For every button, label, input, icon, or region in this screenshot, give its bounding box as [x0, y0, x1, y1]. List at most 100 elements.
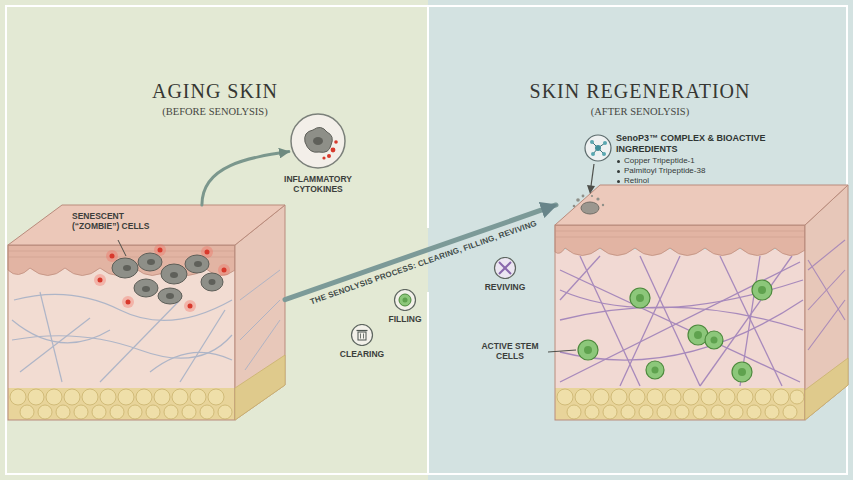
regenerated-skin-block-part-part — [755, 389, 771, 405]
regenerated-skin-block-part-part — [621, 405, 635, 419]
list-item: Copper Tripeptide-1 — [616, 156, 768, 166]
regenerated-skin-block-part — [557, 389, 804, 419]
dissolving-cell-part — [581, 202, 599, 214]
process-icon: CLEARING — [332, 324, 392, 364]
regenerated-skin-block-part-part — [693, 405, 707, 419]
senescent-cells-part-part — [209, 279, 216, 285]
aging-skin-block-part-part — [40, 292, 62, 382]
bullet-dot — [617, 170, 620, 173]
senescent-cells-part-part — [122, 296, 134, 308]
stem-cells-part — [584, 286, 766, 376]
cytokine-circle-shape-part — [313, 137, 323, 145]
aging-skin-block-part-part — [64, 389, 80, 405]
dissolving-cell-part-part — [582, 195, 585, 198]
senescent-cells-part-part — [222, 268, 227, 273]
senescent-cells-part — [98, 248, 227, 309]
molecule-icon-part — [603, 141, 607, 145]
aging-skin-block-part — [12, 292, 232, 382]
senescent-cells-part-part — [194, 261, 202, 267]
regenerated-skin-block-part-part — [560, 256, 600, 300]
aging-skin-block-part-part — [14, 294, 232, 320]
stem-cells-part-part — [636, 294, 644, 302]
aging-skin-block-part-part — [208, 389, 224, 405]
aging-skin-block-part — [8, 255, 235, 390]
senescent-cells-part-part — [170, 272, 178, 278]
cytokine-circle-shape-part — [305, 127, 333, 152]
regenerated-skin-block-part — [555, 231, 805, 232]
aging-skin-block-part — [10, 389, 232, 419]
process-icon: REVIVING — [475, 257, 535, 297]
stem-cells-part-part — [711, 337, 718, 344]
senescent-cells-part-part — [134, 279, 158, 297]
regenerated-skin-block-part-part — [560, 300, 803, 360]
regenerated-skin-block-part — [555, 250, 805, 388]
stem-cells-part-part — [752, 280, 772, 300]
dissolving-cell-part-part — [573, 205, 576, 208]
bullet-dot — [617, 160, 620, 163]
regenerated-skin-block-part-part — [575, 389, 591, 405]
aging-skin-block-part-part — [12, 335, 232, 358]
aging-skin-block — [8, 205, 285, 420]
senescent-cells-part-part — [166, 293, 174, 299]
regenerated-skin-block-part-part — [701, 389, 717, 405]
regenerated-skin-block-part — [555, 185, 848, 225]
regenerated-skin-block-part-part — [557, 389, 573, 405]
icon-circle-part — [360, 334, 361, 339]
aging-skin-block-part-part — [136, 389, 152, 405]
aging-skin-block-part-part — [172, 389, 188, 405]
icon-circle — [475, 257, 535, 279]
regenerated-skin-block-part-part — [585, 405, 599, 419]
icon-circle-part — [352, 325, 373, 346]
process-arrow — [202, 152, 289, 205]
regenerated-skin-block-part-part — [683, 389, 699, 405]
molecule-icon-part — [585, 135, 611, 161]
icon-circle-part — [357, 330, 368, 331]
regenerated-skin-block-part-part — [773, 389, 789, 405]
icon-circle-part — [403, 298, 408, 303]
dissolving-cell-part-part — [576, 198, 580, 202]
aging-skin-block-part-part — [38, 405, 52, 419]
regenerated-skin-block-part — [808, 240, 845, 350]
stem-cells-part-part — [652, 367, 659, 374]
regenerated-skin-block-part-part — [611, 389, 627, 405]
molecule-icon — [583, 133, 613, 163]
aging-skin-block-part-part — [218, 405, 232, 419]
aging-skin-block-part-part — [20, 318, 90, 372]
cytokine-circle-shape — [289, 112, 347, 170]
aging-skin-block-part — [8, 245, 235, 420]
panel-subheading: (BEFORE SENOLYSIS) — [85, 106, 345, 118]
regenerated-skin-block-part-part — [657, 405, 671, 419]
senescent-cells-part-part — [142, 286, 150, 292]
senescent-cells-part — [118, 240, 126, 256]
ingredient-name: Copper Tripeptide-1 — [624, 156, 695, 165]
bullet-dot — [617, 180, 620, 183]
regenerated-skin-block-part-part — [665, 389, 681, 405]
aging-skin-block-part-part — [12, 320, 110, 343]
aging-skin-block-part-part — [10, 389, 26, 405]
molecule-icon-part — [591, 152, 595, 156]
senescent-cells-part-part — [158, 288, 182, 304]
senescent-cells-part-part — [138, 253, 162, 271]
senescent-cells-part-part — [94, 274, 106, 286]
senescent-cells-part-part — [126, 300, 131, 305]
senescent-cells-part-part — [185, 255, 209, 273]
panel-ground-part — [427, 292, 429, 474]
aging-skin-block-part — [8, 205, 285, 245]
senescent-cells-part — [94, 244, 230, 312]
regenerated-skin-block-part-part — [783, 405, 797, 419]
process-icon: FILLING — [375, 289, 435, 329]
icon-circle-part — [499, 262, 511, 274]
regenerated-skin-block-part-part — [593, 389, 609, 405]
senescent-cells-part-part — [123, 265, 131, 271]
icon-circle-part — [499, 262, 511, 274]
dissolving-cell-part-part — [596, 197, 599, 200]
stem-cells-part — [548, 350, 576, 352]
regenerated-skin-block-part — [555, 388, 805, 420]
region-label: ACTIVE STEM CELLS — [476, 341, 544, 361]
icon-circle — [375, 289, 435, 311]
dissolving-cell-part — [573, 195, 605, 208]
senescent-cells-part-part — [201, 273, 223, 291]
stem-cells-part-part — [646, 361, 664, 379]
